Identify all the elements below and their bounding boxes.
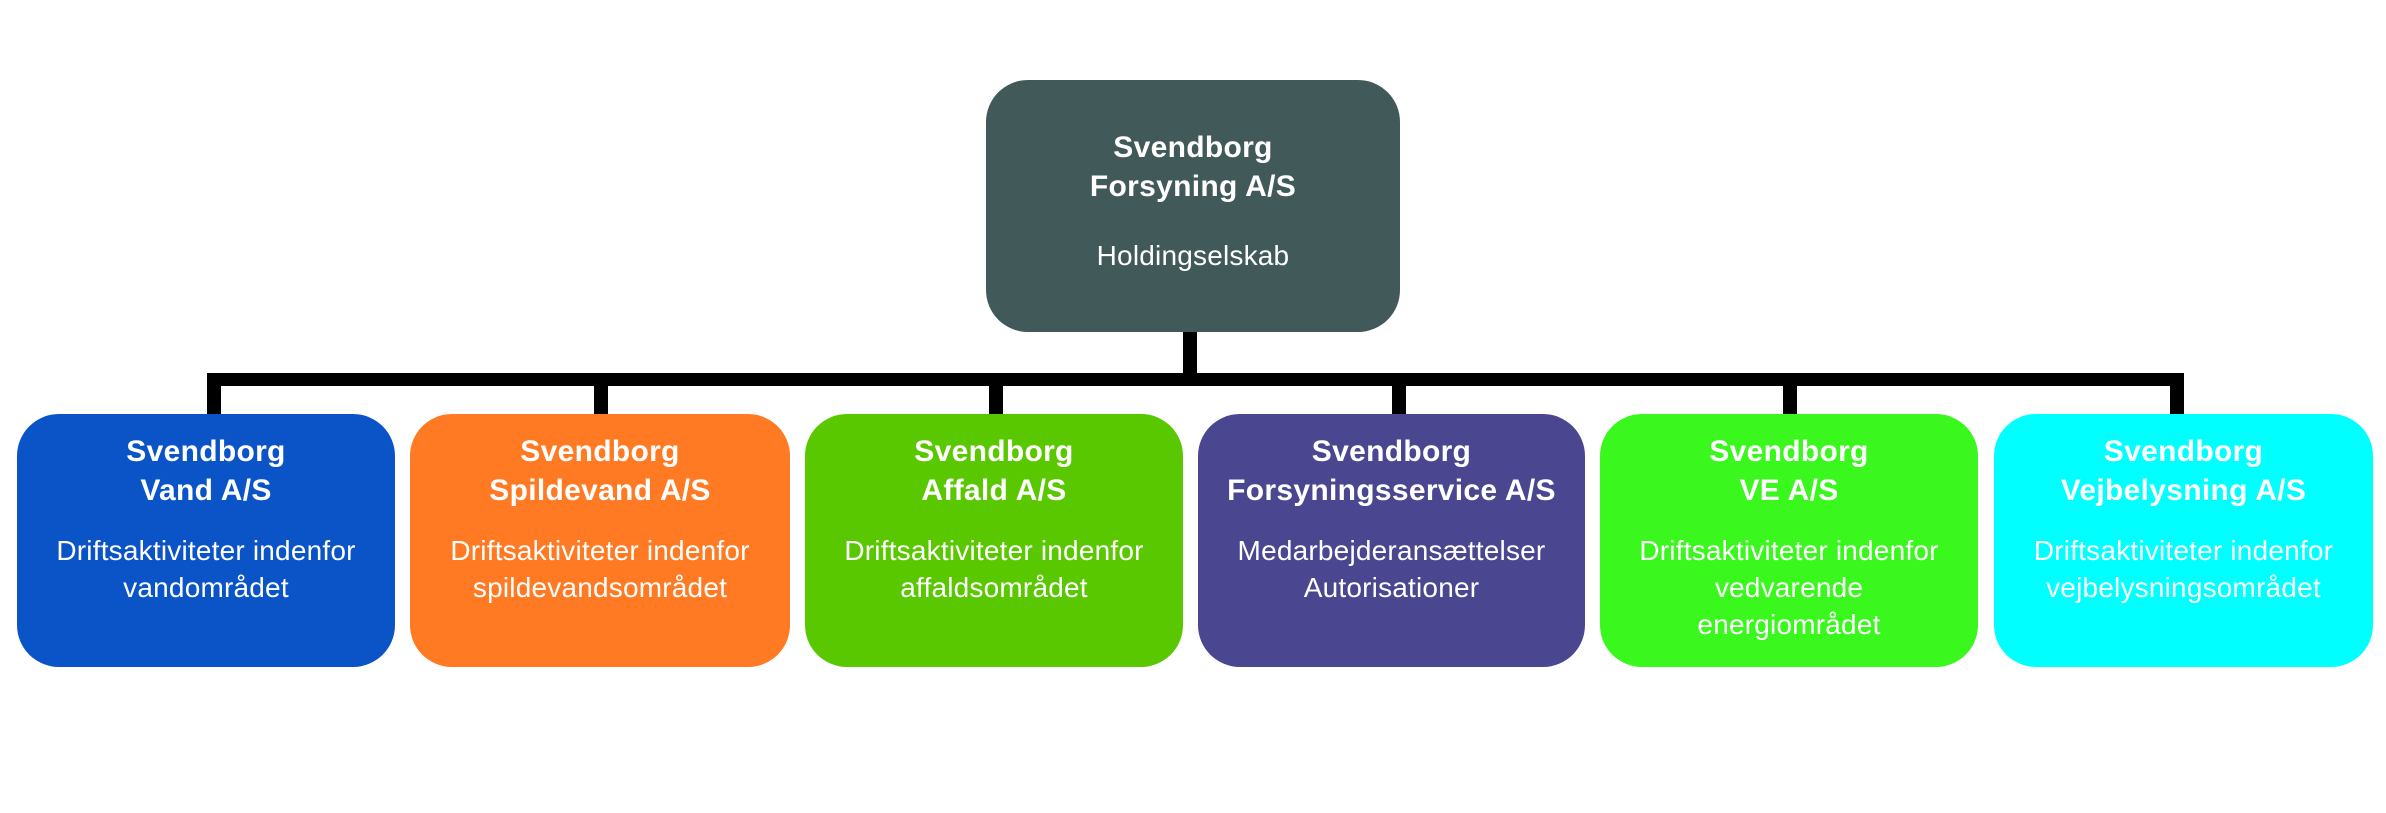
node-svendborg-affald: Svendborg Affald A/S Driftsaktiviteter i… — [805, 414, 1183, 667]
node-title-line: Forsyningsservice A/S — [1227, 474, 1556, 507]
node-description: Driftsaktiviteter indenfor affaldsområde… — [805, 532, 1183, 606]
node-desc-line: Driftsaktiviteter indenfor — [1639, 535, 1939, 566]
node-svendborg-forsyningsservice: Svendborg Forsyningsservice A/S Medarbej… — [1198, 414, 1585, 667]
node-desc-line: energiområdet — [1697, 609, 1881, 640]
node-title-line: Svendborg — [914, 435, 1074, 468]
node-description: Driftsaktiviteter indenfor vejbelysnings… — [1994, 532, 2373, 606]
node-svendborg-ve: Svendborg VE A/S Driftsaktiviteter inden… — [1600, 414, 1978, 667]
node-desc-line: Holdingselskab — [1096, 240, 1290, 271]
child-connector-ve — [1783, 373, 1797, 416]
node-desc-line: Driftsaktiviteter indenfor — [2033, 535, 2334, 566]
node-description: Driftsaktiviteter indenfor vandområdet — [17, 532, 395, 606]
node-description: Holdingselskab — [986, 237, 1400, 274]
node-desc-line: vandområdet — [123, 572, 289, 603]
node-title: Svendborg VE A/S — [1600, 432, 1978, 510]
root-connector — [1183, 330, 1197, 380]
node-desc-line: Autorisationer — [1303, 572, 1480, 603]
node-desc-line: vejbelysningsområdet — [2046, 572, 2321, 603]
node-svendborg-forsyning: Svendborg Forsyning A/S Holdingselskab — [986, 80, 1400, 332]
node-title: Svendborg Vand A/S — [17, 432, 395, 510]
node-title-line: Svendborg — [520, 435, 680, 468]
node-title: Svendborg Spildevand A/S — [410, 432, 790, 510]
node-title-line: Forsyning A/S — [1089, 170, 1297, 203]
node-title-line: Svendborg — [2103, 435, 2264, 468]
child-connector-affald — [989, 373, 1003, 416]
node-description: Medarbejderansættelser Autorisationer — [1198, 532, 1585, 606]
node-desc-line: spildevandsområdet — [472, 572, 728, 603]
node-title-line: Vand A/S — [140, 474, 272, 507]
node-title-line: Svendborg — [1113, 131, 1273, 164]
node-title: Svendborg Forsyning A/S — [986, 128, 1400, 206]
node-desc-line: Medarbejderansættelser — [1237, 535, 1546, 566]
node-desc-line: affaldsområdet — [900, 572, 1088, 603]
node-desc-line: Driftsaktiviteter indenfor — [844, 535, 1144, 566]
node-title-line: Svendborg — [1709, 435, 1869, 468]
node-title-line: Svendborg — [1311, 435, 1472, 468]
node-title-line: Vejbelysning A/S — [2060, 474, 2307, 507]
node-title-line: VE A/S — [1739, 474, 1839, 507]
node-title-line: Svendborg — [126, 435, 286, 468]
node-desc-line: Driftsaktiviteter indenfor — [56, 535, 356, 566]
node-title-line: Spildevand A/S — [489, 474, 711, 507]
child-connector-spildevand — [594, 373, 608, 416]
child-connector-forsyningsservice — [1392, 373, 1406, 416]
node-desc-line: vedvarende — [1714, 572, 1864, 603]
node-title: Svendborg Vejbelysning A/S — [1994, 432, 2373, 510]
node-desc-line: Driftsaktiviteter indenfor — [450, 535, 750, 566]
node-title: Svendborg Forsyningsservice A/S — [1198, 432, 1585, 510]
horizontal-connector-bar — [207, 373, 2184, 386]
child-connector-vejbelysning — [2170, 373, 2184, 416]
node-svendborg-vand: Svendborg Vand A/S Driftsaktiviteter ind… — [17, 414, 395, 667]
child-connector-vand — [207, 373, 221, 416]
node-title-line: Affald A/S — [921, 474, 1067, 507]
node-description: Driftsaktiviteter indenfor spildevandsom… — [410, 532, 790, 606]
node-title: Svendborg Affald A/S — [805, 432, 1183, 510]
node-svendborg-spildevand: Svendborg Spildevand A/S Driftsaktivitet… — [410, 414, 790, 667]
node-description: Driftsaktiviteter indenfor vedvarende en… — [1600, 532, 1978, 643]
node-svendborg-vejbelysning: Svendborg Vejbelysning A/S Driftsaktivit… — [1994, 414, 2373, 667]
